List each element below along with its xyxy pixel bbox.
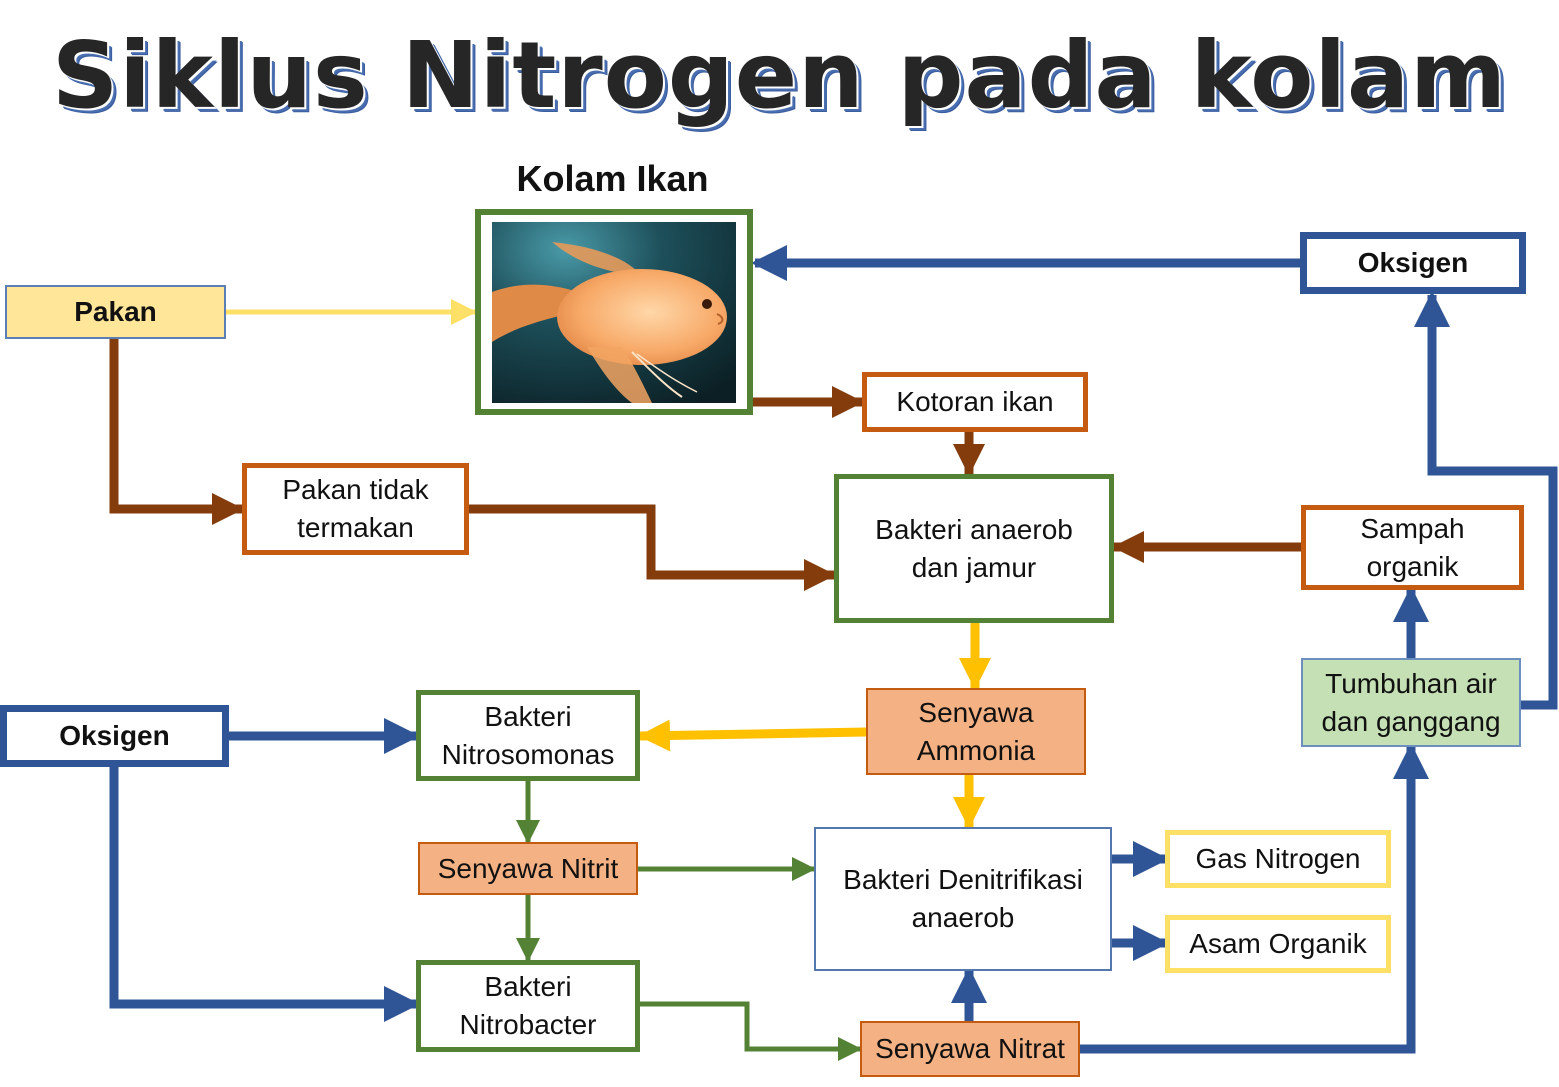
arrow-tumbuhan-to-oksigen bbox=[1414, 291, 1558, 710]
asam-organik-box: Asam Organik bbox=[1165, 915, 1391, 973]
arrow-nitrat-to-tumbuhan bbox=[1080, 743, 1429, 1054]
pakan-box: Pakan bbox=[5, 285, 226, 339]
bakteri-anaerob-box: Bakteri anaerob dan jamur bbox=[834, 474, 1114, 623]
ammonia-box: Senyawa Ammonia bbox=[866, 688, 1086, 775]
nitrosomonas-box: Bakteri Nitrosomonas bbox=[416, 690, 640, 781]
arrow-ammonia-to-nitrosomonas bbox=[638, 719, 867, 752]
oksigen-left-box: Oksigen bbox=[0, 705, 229, 767]
pond-label: Kolam Ikan bbox=[516, 158, 709, 199]
pakan-tidak-termakan-box: Pakan tidak termakan bbox=[242, 463, 469, 555]
arrow-oksigen-to-nitrobacter bbox=[109, 767, 420, 1022]
denitrifikasi-box: Bakteri Denitrifikasi anaerob bbox=[814, 827, 1112, 971]
page-title: Siklus Nitrogen pada kolam bbox=[52, 22, 1507, 129]
nitrit-box: Senyawa Nitrit bbox=[418, 842, 638, 895]
sampah-organik-box: Sampah organik bbox=[1301, 505, 1524, 590]
fish-photo-icon bbox=[492, 222, 736, 403]
arrow-nitrobacter-to-nitrat bbox=[640, 1001, 862, 1061]
nitrobacter-box: Bakteri Nitrobacter bbox=[416, 960, 640, 1052]
gas-nitrogen-box: Gas Nitrogen bbox=[1165, 830, 1391, 888]
arrow-pakan-to-pakan-tidak bbox=[109, 339, 244, 525]
arrow-pakan-tidak-to-anaerob bbox=[469, 504, 836, 591]
kotoran-ikan-box: Kotoran ikan bbox=[862, 372, 1088, 432]
tumbuhan-air-box: Tumbuhan air dan ganggang bbox=[1301, 658, 1521, 747]
nitrat-box: Senyawa Nitrat bbox=[860, 1021, 1080, 1077]
oksigen-top-box: Oksigen bbox=[1300, 232, 1526, 294]
